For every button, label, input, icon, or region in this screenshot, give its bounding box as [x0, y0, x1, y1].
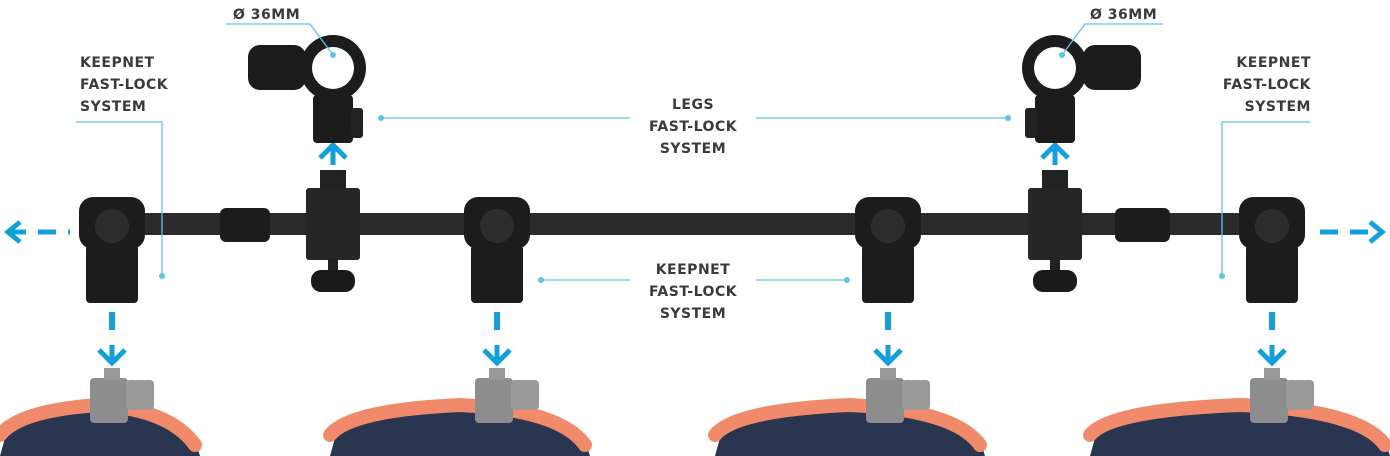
label-line: KEEPNET [655, 262, 731, 278]
arrow-down-icon [873, 345, 903, 367]
label-line: SYSTEM [659, 306, 727, 322]
keepnet-adapter [866, 378, 904, 423]
label-line: SYSTEM [80, 99, 147, 115]
label-line: SYSTEM [1244, 99, 1311, 115]
arrow-up-icon [318, 141, 348, 165]
leader-dot [159, 273, 165, 279]
leg-head-hole [1034, 47, 1076, 89]
diameter-label-left: Ø 36MM [233, 7, 301, 23]
leader-dot [1059, 52, 1065, 58]
adapter-knob [902, 380, 930, 410]
adapter-stud [880, 368, 896, 380]
keepnet-label-center: KEEPNET FAST-LOCK SYSTEM [630, 259, 756, 325]
keepnet-adapter [90, 378, 128, 423]
leg-head-body [1035, 95, 1075, 143]
leg-knob [1033, 270, 1077, 292]
clamp-knob [1255, 209, 1289, 243]
arrow-up-icon [1040, 141, 1070, 165]
keepnet-frame [323, 397, 592, 452]
arrow-down-icon [1257, 345, 1287, 367]
clamp-body [471, 245, 523, 303]
label-line: KEEPNET [1236, 55, 1311, 71]
leg-head-knob [248, 45, 306, 90]
leader-dot [538, 277, 544, 283]
label-line: FAST-LOCK [80, 77, 169, 93]
label-line: KEEPNET [80, 55, 155, 71]
clamp-body [1246, 245, 1298, 303]
keepnet-label-left: KEEPNET FAST-LOCK SYSTEM [80, 52, 168, 118]
adapter-knob [511, 380, 539, 410]
leg-clamp [306, 188, 360, 260]
bar [145, 213, 1245, 235]
keepnet-label-right: KEEPNET FAST-LOCK SYSTEM [1200, 52, 1311, 118]
keepnet-adapter [1250, 378, 1288, 423]
leg-knob [311, 270, 355, 292]
leg-head-tab [1025, 108, 1037, 138]
leader-line [1221, 121, 1310, 276]
leader-dot [1005, 115, 1011, 121]
leg-head-tab [351, 108, 363, 138]
leader-line [1061, 23, 1163, 56]
keepnet-frame [1083, 397, 1390, 452]
adapter-stud [1264, 368, 1280, 380]
adapter-stud [489, 368, 505, 380]
label-line: FAST-LOCK [648, 284, 738, 300]
adapter-knob [126, 380, 154, 410]
clamp-knob [871, 209, 905, 243]
bar-joint [1115, 208, 1170, 242]
leg-clamp [1028, 188, 1082, 260]
adapter-knob [1286, 380, 1314, 410]
leader-line [76, 121, 163, 276]
keepnet-frames [0, 312, 1390, 456]
leader-dot [330, 52, 336, 58]
clamp-knob [480, 209, 514, 243]
leader-dot [378, 115, 384, 121]
adapter-stud [104, 368, 120, 380]
arrow-down-icon [482, 345, 512, 367]
bar-assembly [4, 35, 1386, 303]
leg-screw [1050, 258, 1060, 272]
leader-dot [1219, 273, 1225, 279]
leg-stem [320, 170, 346, 190]
leg-screw [328, 258, 338, 272]
clamp-knob [95, 209, 129, 243]
leader-dot [844, 277, 850, 283]
leader-line [226, 23, 334, 56]
legs-label: LEGS FAST-LOCK SYSTEM [630, 94, 756, 160]
label-line: FAST-LOCK [648, 119, 738, 135]
leg-head-knob [1083, 45, 1141, 90]
label-line: LEGS [671, 97, 715, 113]
diameter-label-right: Ø 36MM [1090, 7, 1158, 23]
label-line: FAST-LOCK [1222, 77, 1311, 93]
leg-stem [1042, 170, 1068, 190]
bar-joint [220, 208, 270, 242]
keepnet-adapter [475, 378, 513, 423]
leg-head-body [313, 95, 353, 143]
keepnet-frame [708, 397, 987, 452]
arrow-down-icon [97, 345, 127, 367]
leg-head-hole [312, 47, 354, 89]
clamp-body [862, 245, 914, 303]
clamp-body [86, 245, 138, 303]
label-line: SYSTEM [659, 141, 727, 157]
